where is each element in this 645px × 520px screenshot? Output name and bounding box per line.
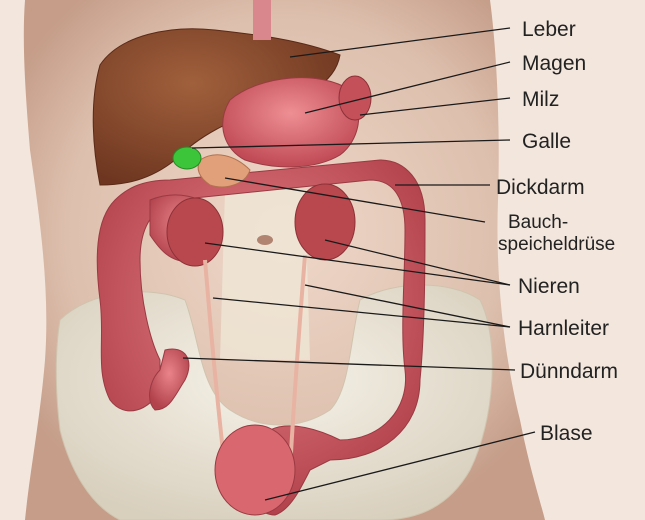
label-ureters: Harnleiter bbox=[518, 317, 609, 340]
kidney-right bbox=[167, 198, 223, 266]
gallbladder bbox=[173, 147, 201, 169]
label-small-intestine: Dünndarm bbox=[520, 360, 618, 383]
label-spleen: Milz bbox=[522, 88, 559, 111]
stomach bbox=[223, 78, 359, 167]
bladder bbox=[215, 425, 295, 515]
label-stomach: Magen bbox=[522, 52, 586, 75]
label-pancreas-line1: Bauch- bbox=[508, 212, 568, 233]
label-gallbladder: Galle bbox=[522, 130, 571, 153]
navel bbox=[257, 235, 273, 245]
esophagus bbox=[253, 0, 271, 40]
label-liver: Leber bbox=[522, 18, 576, 41]
label-bladder: Blase bbox=[540, 422, 593, 445]
label-kidneys: Nieren bbox=[518, 275, 580, 298]
label-colon: Dickdarm bbox=[496, 176, 585, 199]
label-pancreas-line2: speicheldrüse bbox=[498, 234, 615, 255]
